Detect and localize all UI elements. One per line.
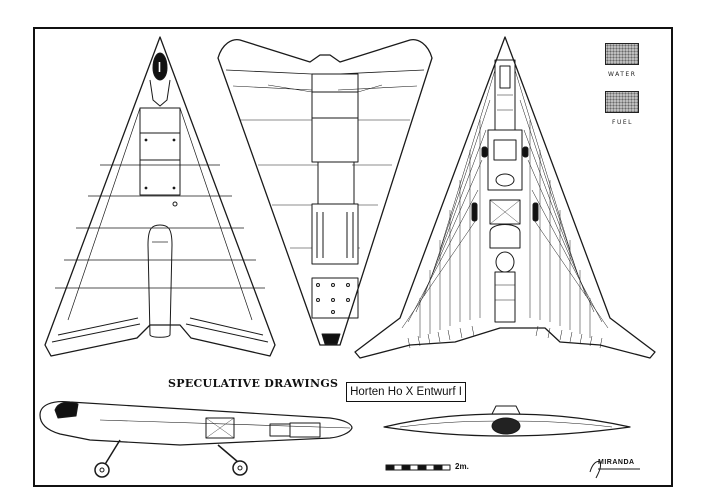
water-legend-label: WATER bbox=[608, 71, 637, 78]
fuel-legend-swatch bbox=[605, 91, 639, 113]
aircraft-name-box: Horten Ho X Entwurf I bbox=[346, 382, 466, 402]
top-view-drawing bbox=[44, 36, 276, 357]
speculative-drawings-title: SPECULATIVE DRAWINGS bbox=[168, 377, 339, 390]
water-legend-swatch bbox=[605, 43, 639, 65]
signature-text: MIRANDA bbox=[598, 459, 635, 466]
fuel-legend-label: FUEL bbox=[612, 119, 633, 126]
front-view-drawing bbox=[383, 405, 631, 437]
scale-bar bbox=[385, 464, 451, 471]
scale-label: 2m. bbox=[455, 462, 469, 471]
drawing-frame bbox=[33, 27, 673, 487]
side-view-drawing bbox=[39, 400, 353, 478]
internal-structure-drawing bbox=[354, 36, 656, 359]
underside-view-drawing bbox=[217, 38, 433, 346]
signature-logo bbox=[589, 461, 640, 479]
aircraft-name: Horten Ho X Entwurf I bbox=[350, 386, 462, 398]
